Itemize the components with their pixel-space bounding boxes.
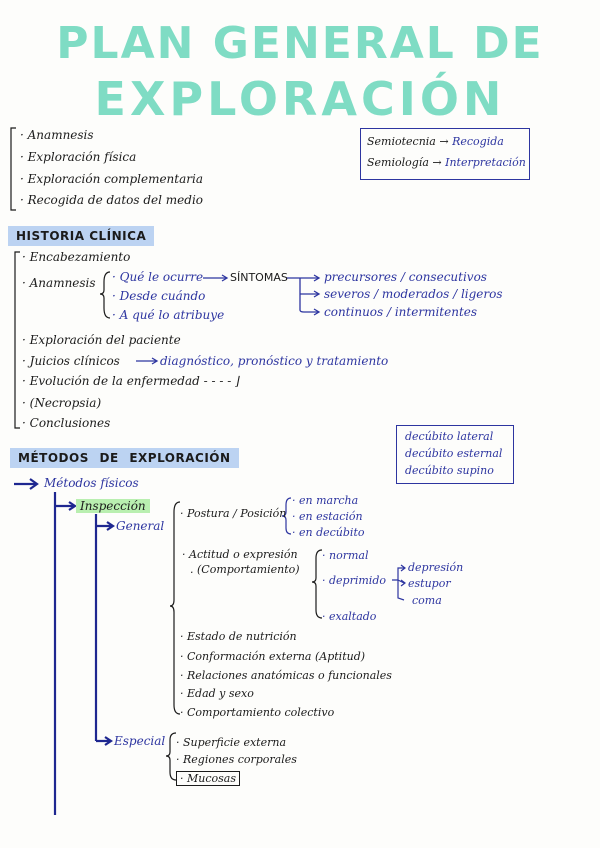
intro-bracket: [10, 127, 16, 211]
decubito-supino: decúbito supino: [405, 464, 494, 477]
page-title-line2: EXPLORACIÓN: [94, 72, 506, 126]
deprimido-estupor: estupor: [408, 577, 451, 590]
especial-brace: [165, 732, 177, 781]
general-brace: [169, 501, 181, 715]
historia-bracket: [14, 251, 20, 429]
actitud-exaltado: · exaltado: [322, 610, 377, 623]
intro-item-exploracion-complementaria: · Exploración complementaria: [20, 172, 203, 186]
encabezamiento: · Encabezamiento: [22, 250, 131, 264]
regiones-corporales: · Regiones corporales: [176, 753, 297, 766]
deprimido-depresion: depresión: [408, 561, 464, 574]
question-desde-cuando: · Desde cuándo: [112, 289, 206, 303]
inspeccion-label: Inspección: [76, 499, 150, 513]
edad-sexo: · Edad y sexo: [180, 687, 254, 700]
metodos-fisicos: Métodos físicos: [44, 476, 139, 490]
estado-nutricion: · Estado de nutrición: [180, 630, 297, 643]
conclusiones: · Conclusiones: [22, 416, 111, 430]
relaciones-anatomicas: · Relaciones anatómicas o funcionales: [180, 669, 392, 682]
symptom-type-severos: severos / moderados / ligeros: [324, 287, 503, 301]
postura-en-decubito: · en decúbito: [292, 526, 365, 539]
general-label: General: [116, 519, 165, 533]
semiologia-row: Semiología → Interpretación: [367, 156, 526, 169]
page-title-line1: PLAN GENERAL DE: [56, 18, 544, 69]
evolucion-enfermedad: · Evolución de la enfermedad - - - - ⌋: [22, 374, 240, 388]
actitud-deprimido: · deprimido: [322, 574, 386, 587]
juicios-detail: diagnóstico, pronóstico y tratamiento: [160, 354, 389, 368]
juicios-clinicos: · Juicios clínicos: [22, 354, 120, 368]
sintomas-branch: [286, 277, 318, 313]
exploracion-paciente: · Exploración del paciente: [22, 333, 181, 347]
intro-item-anamnesis: · Anamnesis: [20, 128, 94, 142]
historia-clinica-heading: HISTORIA CLÍNICA: [8, 226, 155, 246]
anamnesis-label: · Anamnesis: [22, 276, 96, 290]
question-que-ocurre: · Qué le ocurre: [112, 270, 204, 284]
intro-item-exploracion-fisica: · Exploración física: [20, 150, 137, 164]
postura-en-estacion: · en estación: [292, 510, 363, 523]
necropsia: · (Necropsia): [22, 396, 102, 410]
postura-en-marcha: · en marcha: [292, 494, 359, 507]
intro-item-recogida: · Recogida de datos del medio: [20, 193, 204, 207]
symptom-type-precursores: precursores / consecutivos: [324, 270, 487, 284]
semiotecnia-box: Semiotecnia → Recogida Semiología → Inte…: [360, 128, 530, 180]
conformacion-externa: · Conformación externa (Aptitud): [180, 650, 366, 663]
actitud-expresion: · Actitud o expresión: [182, 548, 298, 561]
metodos-exploracion-heading: MÉTODOS DE EXPLORACIÓN: [10, 448, 239, 468]
decubito-esternal: decúbito esternal: [405, 447, 503, 460]
superficie-externa: · Superficie externa: [176, 736, 286, 749]
semiotecnia-row: Semiotecnia → Recogida: [367, 135, 504, 148]
decubito-box: decúbito lateral decúbito esternal decúb…: [396, 425, 514, 484]
actitud-comportamiento: . (Comportamiento): [190, 563, 300, 576]
decubito-lateral: decúbito lateral: [405, 430, 494, 443]
deprimido-coma: coma: [412, 594, 442, 607]
mucosas: · Mucosas: [176, 771, 240, 786]
actitud-normal: · normal: [322, 549, 369, 562]
comportamiento-colectivo: · Comportamiento colectivo: [180, 706, 335, 719]
postura-posicion: · Postura / Posición: [180, 507, 287, 520]
postura-brace: [281, 497, 292, 535]
symptom-type-continuos: continuos / intermitentes: [324, 305, 478, 319]
sintomas-label: SÍNTOMAS: [230, 271, 288, 284]
questions-brace: [99, 271, 111, 319]
especial-label: Especial: [114, 734, 166, 748]
question-atribuye: · A qué lo atribuye: [112, 308, 225, 322]
